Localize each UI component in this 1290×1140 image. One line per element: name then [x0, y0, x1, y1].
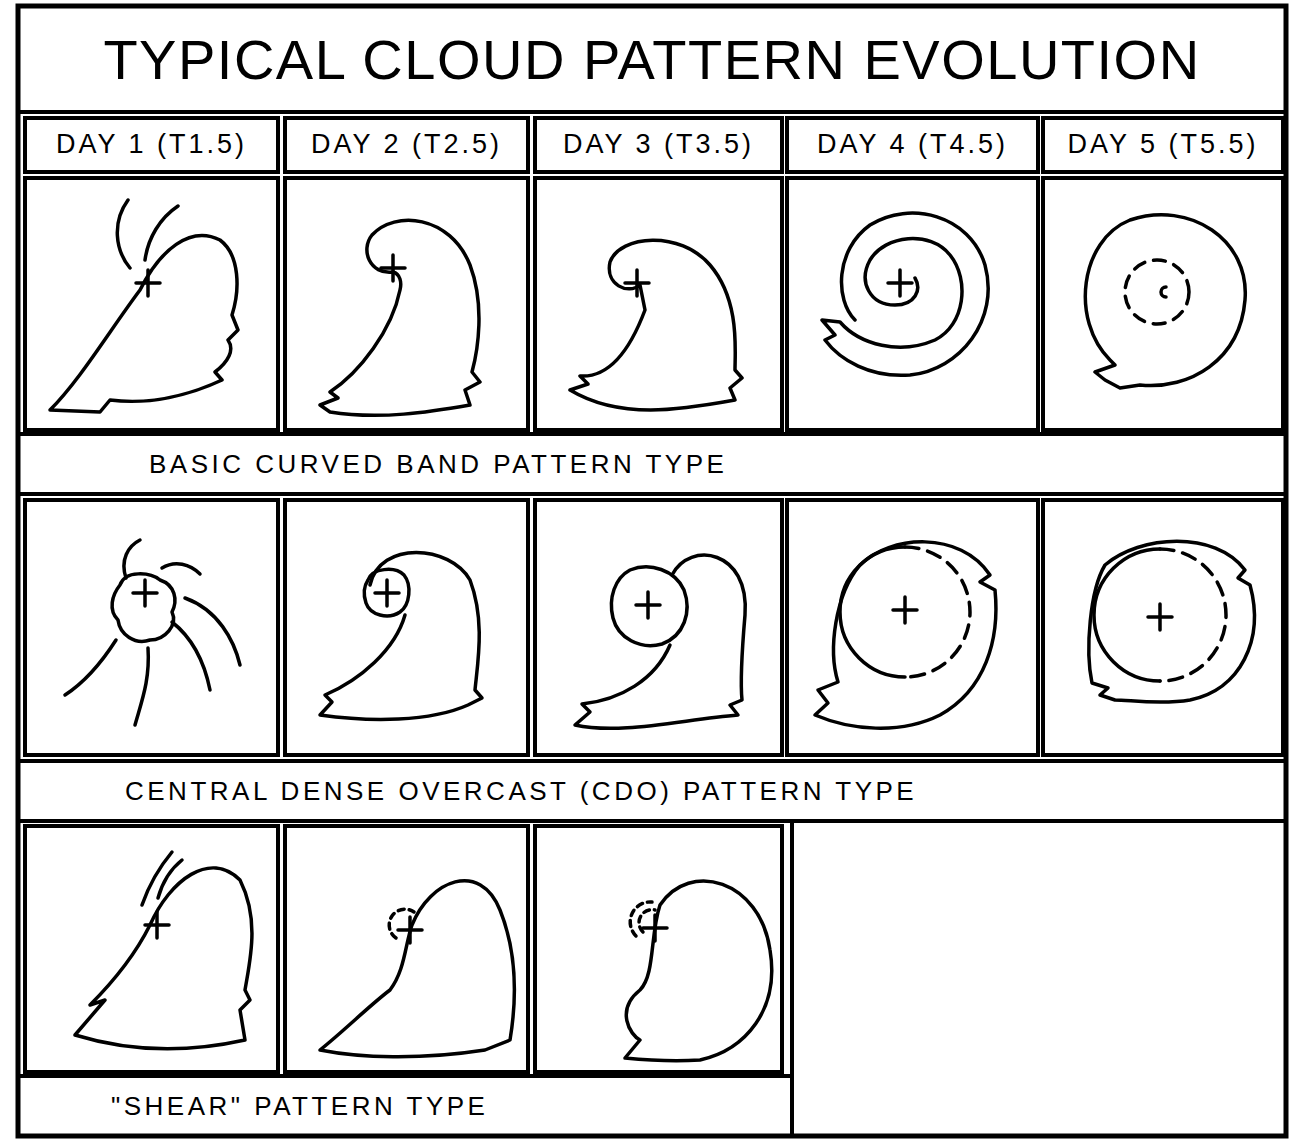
panel-frame	[18, 110, 1286, 114]
cloud-sketch	[185, 598, 240, 665]
cloud-sketch	[625, 881, 772, 1061]
panel-frame	[18, 1074, 792, 1078]
panel-frame	[535, 178, 782, 430]
column-header: DAY 4 (T4.5)	[790, 121, 1035, 169]
panel-frame	[535, 118, 782, 172]
cloud-sketch	[162, 564, 200, 574]
cloud-sketch	[611, 567, 687, 646]
cloud-sketch	[822, 213, 988, 375]
day-label: DAY 1 (T1.5)	[56, 130, 247, 160]
panel-frame	[18, 434, 1286, 494]
cloud-sketch	[636, 592, 660, 618]
cloud-sketch	[136, 270, 160, 296]
cloud-sketch	[112, 574, 175, 641]
panel-frame	[790, 821, 794, 1136]
column-header: DAY 5 (T5.5)	[1046, 121, 1280, 169]
pattern-caption: "SHEAR" PATTERN TYPE	[21, 1079, 789, 1133]
panel-frame	[535, 500, 782, 755]
cloud-sketch	[1148, 604, 1172, 630]
cloud-sketch	[1161, 287, 1166, 297]
panel-frame	[285, 118, 528, 172]
cloud-sketch	[50, 200, 1254, 1061]
day-label: DAY 2 (T2.5)	[311, 130, 502, 160]
pattern-label: BASIC CURVED BAND PATTERN TYPE	[149, 450, 727, 479]
cloud-sketch	[398, 917, 422, 943]
panel-frame	[1043, 500, 1283, 755]
cloud-sketch	[1160, 549, 1226, 681]
cloud-sketch	[124, 540, 140, 578]
cloud-sketch	[158, 860, 182, 898]
day-label: DAY 4 (T4.5)	[817, 130, 1008, 160]
panel-frame	[535, 826, 782, 1072]
cloud-sketch	[145, 912, 169, 938]
cloud-sketch	[135, 648, 148, 725]
cloud-sketch	[320, 881, 514, 1057]
cloud-sketch	[1089, 541, 1254, 702]
cloud-sketch	[375, 580, 399, 606]
pattern-caption: BASIC CURVED BAND PATTERN TYPE	[21, 437, 1283, 491]
cloud-sketch	[65, 640, 116, 695]
cloud-sketch	[1125, 260, 1189, 324]
panel-frame	[18, 761, 1286, 821]
panel-frame	[25, 500, 278, 755]
cloud-sketch	[1094, 549, 1160, 681]
title-box: TYPICAL CLOUD PATTERN EVOLUTION	[22, 10, 1282, 110]
pattern-label: "SHEAR" PATTERN TYPE	[111, 1092, 488, 1121]
cloud-sketch	[643, 915, 667, 941]
cloud-sketch	[50, 236, 238, 412]
panel-frame	[787, 500, 1038, 755]
cloud-sketch	[145, 206, 178, 260]
panel-frame	[25, 178, 278, 430]
cloud-sketch	[893, 597, 917, 623]
panel-frame	[285, 826, 528, 1072]
panel-frame	[787, 178, 1038, 430]
panel-frame	[787, 118, 1038, 172]
cloud-sketch	[117, 200, 130, 268]
cloud-sketch	[320, 553, 482, 720]
pattern-label: CENTRAL DENSE OVERCAST (CDO) PATTERN TYP…	[125, 777, 917, 806]
pattern-caption: CENTRAL DENSE OVERCAST (CDO) PATTERN TYP…	[21, 764, 1283, 818]
cloud-sketch	[815, 542, 996, 728]
panel-frame	[285, 178, 528, 430]
cloud-sketch	[75, 868, 252, 1049]
cloud-sketch	[888, 270, 912, 296]
cloud-sketch	[905, 547, 970, 677]
cloud-sketch	[1085, 215, 1245, 388]
column-header: DAY 2 (T2.5)	[288, 121, 525, 169]
cloud-sketch	[133, 580, 157, 606]
day-label: DAY 5 (T5.5)	[1067, 130, 1258, 160]
title-text: TYPICAL CLOUD PATTERN EVOLUTION	[103, 29, 1200, 91]
panel-frame	[18, 6, 1286, 1136]
cloud-sketch	[575, 555, 745, 728]
panel-frame	[25, 826, 278, 1072]
panel-frame	[285, 500, 528, 755]
cloud-sketch	[172, 622, 210, 690]
panel-frame	[25, 118, 278, 172]
cloud-sketch	[630, 902, 652, 936]
cloud-sketch	[364, 569, 409, 615]
panel-frame	[1043, 178, 1283, 430]
panel-frame	[1043, 118, 1283, 172]
cloud-sketch	[570, 240, 742, 410]
day-label: DAY 3 (T3.5)	[563, 130, 754, 160]
cloud-sketch	[625, 270, 649, 296]
column-header: DAY 1 (T1.5)	[28, 121, 275, 169]
column-header: DAY 3 (T3.5)	[538, 121, 779, 169]
cloud-sketch	[840, 547, 905, 677]
cloud-sketch	[320, 220, 480, 415]
cloud-sketch	[381, 255, 405, 281]
panel-frame	[18, 6, 1286, 1136]
